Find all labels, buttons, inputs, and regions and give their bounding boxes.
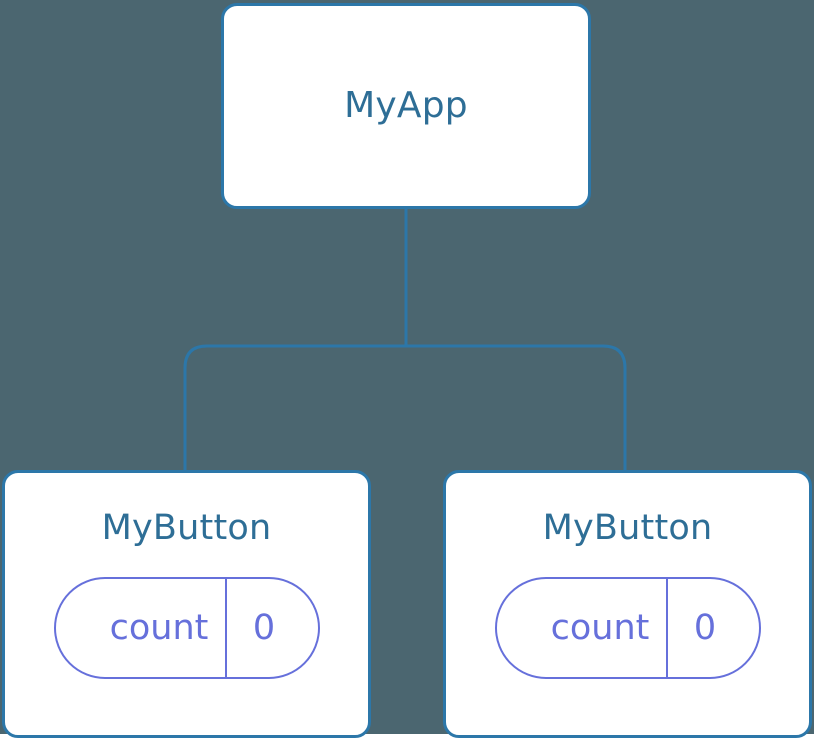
state-key: count (56, 579, 227, 677)
state-pill[interactable]: count 0 (494, 577, 761, 679)
connector-branch-right (406, 344, 627, 470)
state-value: 0 (693, 607, 717, 648)
node-title: MyButton (101, 508, 272, 548)
connector-branch-left (183, 344, 406, 470)
node-title: MyApp (344, 85, 468, 126)
node-mybutton-2[interactable]: MyButton count 0 (443, 470, 812, 738)
state-pill[interactable]: count 0 (53, 577, 320, 679)
node-title: MyButton (542, 508, 713, 548)
state-value: 0 (252, 607, 276, 648)
node-mybutton-1[interactable]: MyButton count 0 (2, 470, 371, 738)
state-key: count (497, 579, 668, 677)
node-myapp[interactable]: MyApp (221, 3, 591, 209)
